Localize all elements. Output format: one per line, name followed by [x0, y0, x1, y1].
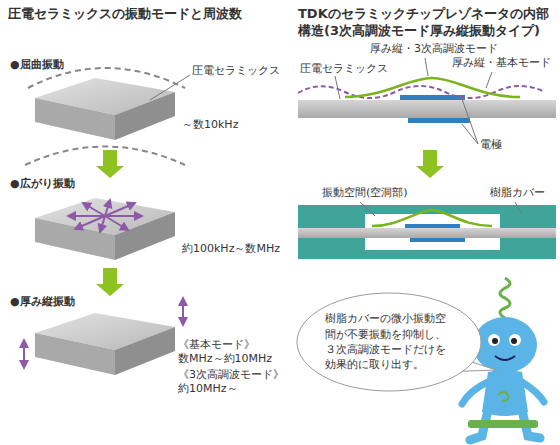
leader-line	[486, 72, 492, 88]
flow-arrow	[416, 150, 444, 178]
bubble-text: 樹脂カバーの微小振動空 間が不要振動を抑制し、 ３次高調波モードだけを 効果的に…	[325, 311, 453, 373]
thickness-arrow	[23, 340, 25, 368]
speech-bubble: 樹脂カバーの微小振動空 間が不要振動を抑制し、 ３次高調波モードだけを 効果的に…	[296, 292, 482, 392]
heading-label: 圧電セラミックスの振動モードと周波数	[8, 6, 288, 23]
text-label: 厚み縦・基本モード	[452, 56, 551, 70]
spread-arrows	[68, 200, 142, 232]
electrode	[405, 224, 460, 228]
third-harmonic-wave	[345, 78, 520, 97]
slab-spreading	[35, 198, 175, 260]
heading-label: ●厚み縦振動	[10, 295, 75, 309]
text-label: 振動空間(空洞部)	[322, 186, 408, 200]
thickness-arrow	[182, 298, 184, 325]
text-label: 《基本モード》	[178, 338, 255, 352]
leader-line	[462, 124, 478, 144]
heading-label: ●広がり振動	[10, 177, 75, 191]
slab-thickness	[35, 313, 175, 375]
electrode	[410, 238, 465, 242]
text-label: 圧電セラミックス	[300, 62, 388, 76]
leader-line	[425, 58, 428, 76]
resin-cover	[298, 205, 556, 259]
text-label: 樹脂カバー	[490, 186, 545, 200]
text-label: 約100kHz～数MHz	[182, 242, 280, 256]
text-label: 数MHz～約10MHz	[178, 352, 272, 366]
ceramic-plate	[298, 100, 556, 118]
electrode	[408, 118, 470, 123]
leader-line	[150, 75, 190, 100]
text-label: 圧電セラミックス	[192, 64, 280, 78]
text-label: 電極	[480, 138, 502, 152]
slab-bending	[35, 78, 175, 140]
heading-label: ●屈曲振動	[10, 58, 64, 72]
text-label: 《3次高調波モード》	[178, 368, 284, 382]
leader-line	[360, 202, 375, 216]
leader-line	[515, 202, 522, 214]
flow-arrow	[96, 150, 124, 178]
text-label: 厚み縦・3次高調波モード	[370, 42, 498, 56]
flow-arrow	[96, 268, 124, 296]
leader-line	[335, 76, 340, 99]
text-label: ～数10kHz	[182, 118, 238, 132]
third-harmonic-wave	[372, 210, 492, 226]
text-label: 約10MHz～	[178, 382, 238, 396]
heading-label: TDKのセラミックチップレゾネータの内部 構造(3次高調波モード厚み縦振動タイプ…	[298, 6, 556, 40]
leader-line	[462, 99, 478, 144]
ceramic-plate	[298, 228, 556, 238]
